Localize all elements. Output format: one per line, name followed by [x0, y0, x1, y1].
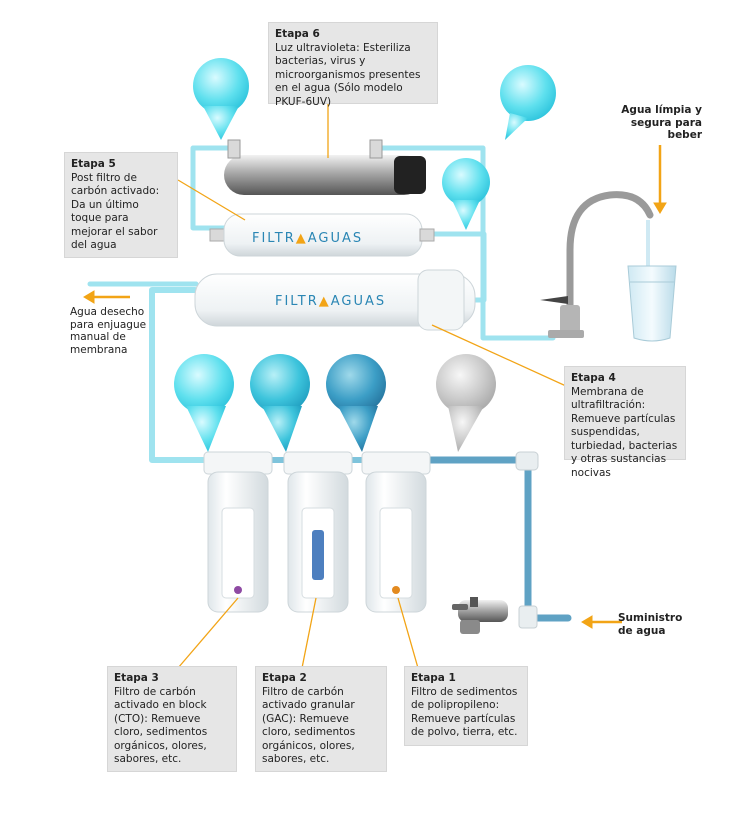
- elbow-fitting: [515, 451, 539, 471]
- filter-housing-stage3: [203, 451, 273, 613]
- leader-etapa5: [177, 179, 246, 221]
- leader-etapa4: [431, 324, 567, 387]
- drop-post-filter: [442, 158, 490, 230]
- filter-housing-stage2: [283, 451, 353, 613]
- drop-stage2: [250, 354, 310, 452]
- callout-etapa5: Etapa 5 Post filtro de carbón activado: …: [64, 152, 178, 258]
- callout-text: Filtro de sedimentos de polipropileno: R…: [411, 685, 518, 739]
- brand-left: FILTR: [275, 294, 319, 309]
- callout-etapa4: Etapa 4 Membrana de ultrafiltración: Rem…: [564, 366, 686, 479]
- label-waste-water: Agua desecho para enjuague manual de mem…: [70, 306, 147, 356]
- pipes: [87, 145, 572, 622]
- leader-etapa1: [397, 597, 419, 669]
- supply-tap: [452, 597, 508, 634]
- brand-left: FILTR: [252, 231, 296, 246]
- arrow-waste: [83, 290, 130, 304]
- callout-text: Post filtro de carbón activado: Da un úl…: [71, 171, 160, 252]
- brand-logo-membrane: FILTR▲AGUAS: [275, 294, 386, 309]
- drop-stage1: [326, 354, 386, 452]
- pipe-uv-loop-left: [190, 145, 245, 231]
- label-water-supply: Suministro de agua: [618, 612, 683, 637]
- uv-lamp: [224, 139, 426, 195]
- callout-title: Etapa 5: [71, 158, 116, 170]
- leader-lines: [177, 103, 567, 669]
- callout-etapa1: Etapa 1 Filtro de sedimentos de poliprop…: [404, 666, 528, 746]
- drop-supply: [436, 354, 496, 452]
- filter-housing-stage1: [361, 451, 431, 613]
- faucet: [540, 191, 654, 338]
- callout-title: Etapa 3: [114, 672, 159, 684]
- drop-faucet-line: [500, 65, 556, 140]
- uf-membrane: [194, 269, 476, 331]
- post-carbon-filter: [209, 213, 435, 257]
- callout-text: Filtro de carbón activado granular (GAC)…: [262, 685, 356, 766]
- drop-stage3: [174, 354, 234, 452]
- leader-etapa3: [177, 597, 239, 669]
- leader-etapa2: [301, 597, 317, 669]
- callout-etapa2: Etapa 2 Filtro de carbón activado granul…: [255, 666, 387, 772]
- pipe-membrane-feed: [149, 287, 211, 463]
- tee-fitting: [518, 605, 538, 629]
- callout-text: Membrana de ultrafiltración: Remueve par…: [571, 385, 678, 479]
- arrow-clean-water: [653, 145, 667, 214]
- arrow-supply: [581, 615, 622, 629]
- pipe-supply: [421, 456, 572, 622]
- callout-title: Etapa 2: [262, 672, 307, 684]
- drop-stage6: [193, 58, 249, 140]
- brand-right: AGUAS: [331, 294, 386, 309]
- callout-title: Etapa 1: [411, 672, 456, 684]
- glass-of-water: [627, 265, 677, 342]
- label-clean-water: Agua límpia y segura para beber: [621, 104, 702, 141]
- callout-title: Etapa 6: [275, 28, 320, 40]
- pipe-post-to-membrane: [405, 231, 487, 303]
- callout-etapa6: Etapa 6 Luz ultravioleta: Esteriliza bac…: [268, 22, 438, 108]
- callout-etapa3: Etapa 3 Filtro de carbón activado en blo…: [107, 666, 237, 772]
- brand-logo-post-filter: FILTR▲AGUAS: [252, 231, 363, 246]
- callout-title: Etapa 4: [571, 372, 616, 384]
- brand-right: AGUAS: [308, 231, 363, 246]
- callout-text: Filtro de carbón activado en block (CTO)…: [114, 685, 208, 766]
- callout-text: Luz ultravioleta: Esteriliza bacterias, …: [275, 41, 421, 108]
